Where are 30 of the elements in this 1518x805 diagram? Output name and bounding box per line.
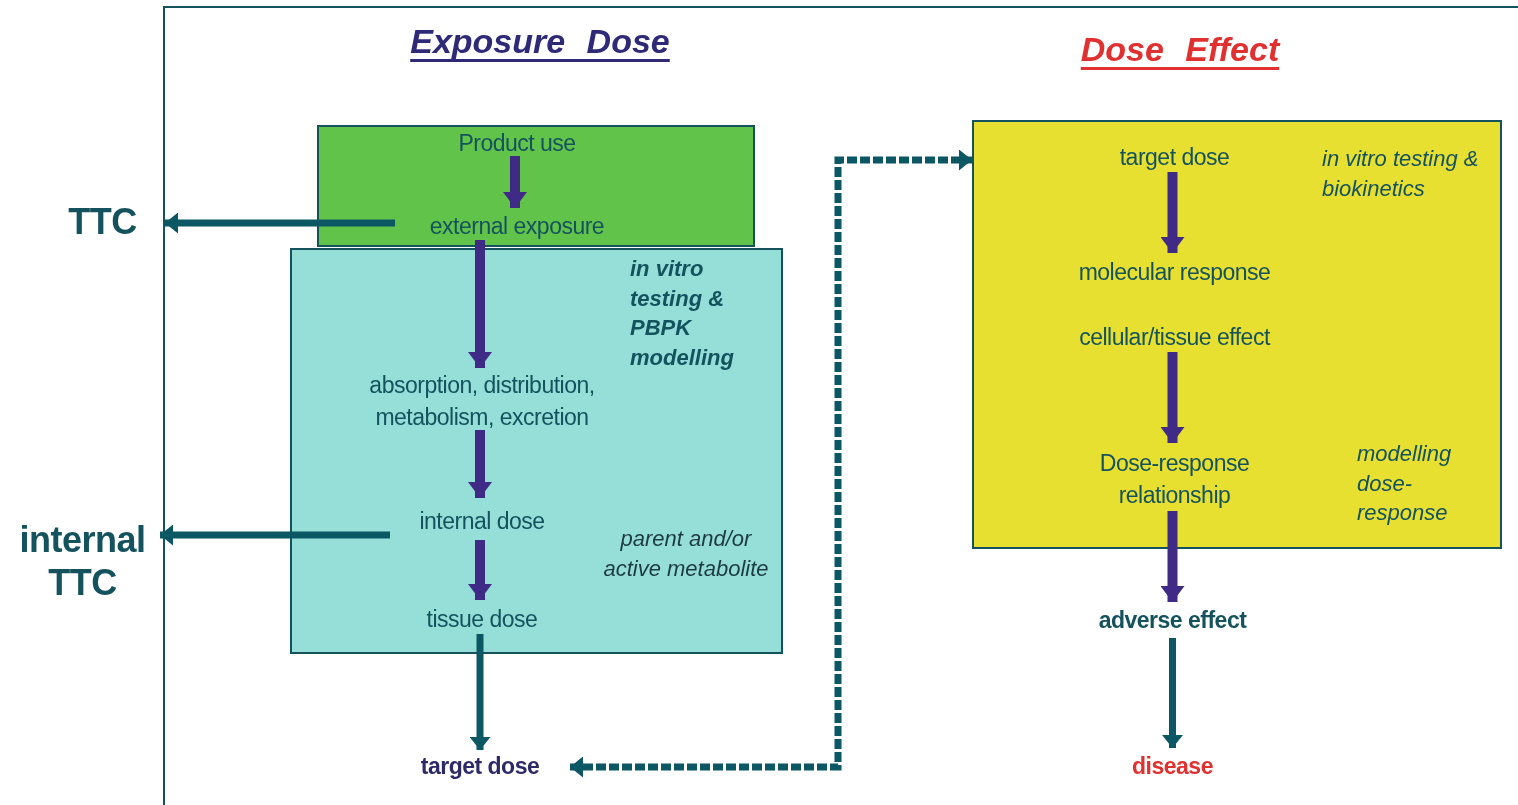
step-label: Product use (442, 128, 592, 158)
process-box (317, 125, 755, 247)
step-label: internal dose (392, 500, 572, 542)
step-label: TTC (40, 198, 165, 246)
process-box (972, 120, 1502, 549)
annotation-text: in vitro testing & PBPK modelling (630, 255, 735, 373)
arrow (468, 430, 492, 498)
arrow (503, 156, 527, 208)
process-box (290, 248, 783, 654)
arrow (1160, 352, 1185, 443)
arrow (1160, 172, 1185, 253)
step-label: molecular response (1027, 255, 1322, 289)
step-label: target dose (390, 750, 570, 782)
arrow (1160, 511, 1185, 602)
column-heading: Dose Effect (1080, 30, 1280, 69)
step-label: disease (1100, 748, 1245, 784)
step-label: external exposure (397, 210, 637, 242)
annotation-text: modelling dose-response (1357, 440, 1453, 528)
arrow (468, 240, 492, 368)
step-label: internal TTC (5, 516, 160, 606)
column-heading: Exposure Dose (410, 22, 670, 61)
step-label: cellular/tissue effect (1027, 320, 1322, 354)
step-label: tissue dose (392, 602, 572, 636)
step-label: Dose-response relationship (1052, 445, 1297, 513)
step-label: absorption, distribution, metabolism, excretion (317, 370, 647, 432)
annotation-text: in vitro testing & biokinetics (1322, 145, 1480, 203)
annotation-text: parent and/or active metabolite (602, 525, 770, 583)
arrow (468, 540, 492, 600)
step-label: adverse effect (1055, 602, 1290, 638)
step-label: target dose (1082, 140, 1267, 174)
